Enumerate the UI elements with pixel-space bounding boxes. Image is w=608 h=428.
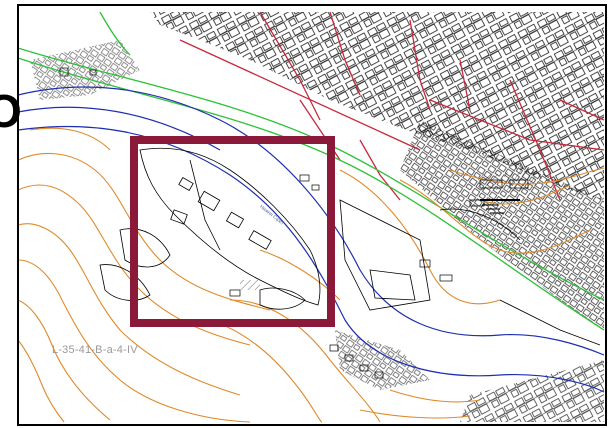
island-features (99, 147, 601, 346)
contour-lines (17, 127, 605, 423)
edge-glyph: О (0, 85, 22, 137)
sheet-label: L-35-41-B-a-4-IV (52, 344, 138, 356)
selection-highlight-box[interactable] (130, 136, 335, 327)
hatched-areas (240, 167, 537, 290)
street-network (179, 11, 605, 201)
map-frame-border (17, 4, 607, 426)
road-lines (17, 11, 605, 331)
